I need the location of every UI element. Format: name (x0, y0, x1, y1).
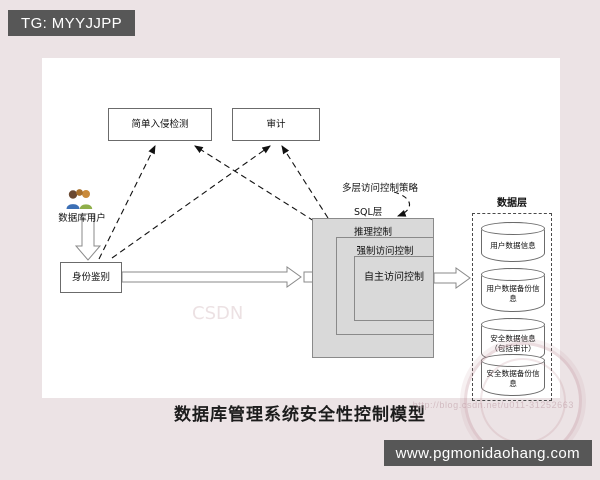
data-store-cylinder[interactable]: 用户数据信息 (481, 222, 545, 262)
diagram-canvas: CSDN (42, 58, 560, 401)
panel-discretionary-access-control[interactable]: 自主访问控制 (354, 256, 434, 321)
data-store-label: 安全数据备份信息 (486, 369, 540, 388)
node-intrusion-detection[interactable]: 简单入侵检测 (108, 108, 212, 141)
cylinder-top-ellipse (481, 318, 545, 331)
data-store-cylinder[interactable]: 安全数据备份信息 (481, 354, 545, 396)
dashed-arrow-layer (98, 145, 411, 260)
data-store-label: 用户数据备份信息 (486, 284, 540, 303)
panel-label-mandatory-access-control: 强制访问控制 (356, 246, 414, 257)
data-layer-container: 用户数据信息 用户数据备份信息 安全数据信息（包括审计） 安全数据备份信息 (472, 213, 552, 401)
data-store-cylinder[interactable]: 用户数据备份信息 (481, 268, 545, 312)
data-store-label: 安全数据信息（包括审计） (490, 334, 536, 353)
label-sql-layer: SQL层 (354, 207, 383, 218)
faint-url-watermark: http://blog.csdn.net/u011-31252663 (412, 400, 574, 410)
data-layer-title: 数据层 (497, 198, 527, 209)
panel-label-inference-control: 推理控制 (353, 227, 392, 238)
data-store-label: 用户数据信息 (490, 241, 536, 251)
database-users-label: 数据库用户 (58, 213, 106, 224)
diagram-caption: 数据库管理系统安全性控制模型 (174, 405, 426, 425)
node-audit[interactable]: 审计 (232, 108, 320, 141)
node-identity-authentication[interactable]: 身份鉴别 (60, 262, 122, 293)
panel-label-discretionary-access-control: 自主访问控制 (364, 272, 424, 283)
cylinder-top-ellipse (481, 222, 545, 235)
faint-center-watermark: CSDN (192, 303, 244, 324)
cylinder-top-ellipse (481, 354, 545, 367)
label-multilayer-access-policy: 多层访问控制策略 (342, 183, 419, 194)
database-users-icon (66, 189, 93, 209)
site-watermark-badge: www.pgmonidaohang.com (383, 440, 592, 466)
telegram-watermark-badge: TG: MYYJJPP (8, 10, 136, 36)
cylinder-top-ellipse (481, 268, 545, 281)
